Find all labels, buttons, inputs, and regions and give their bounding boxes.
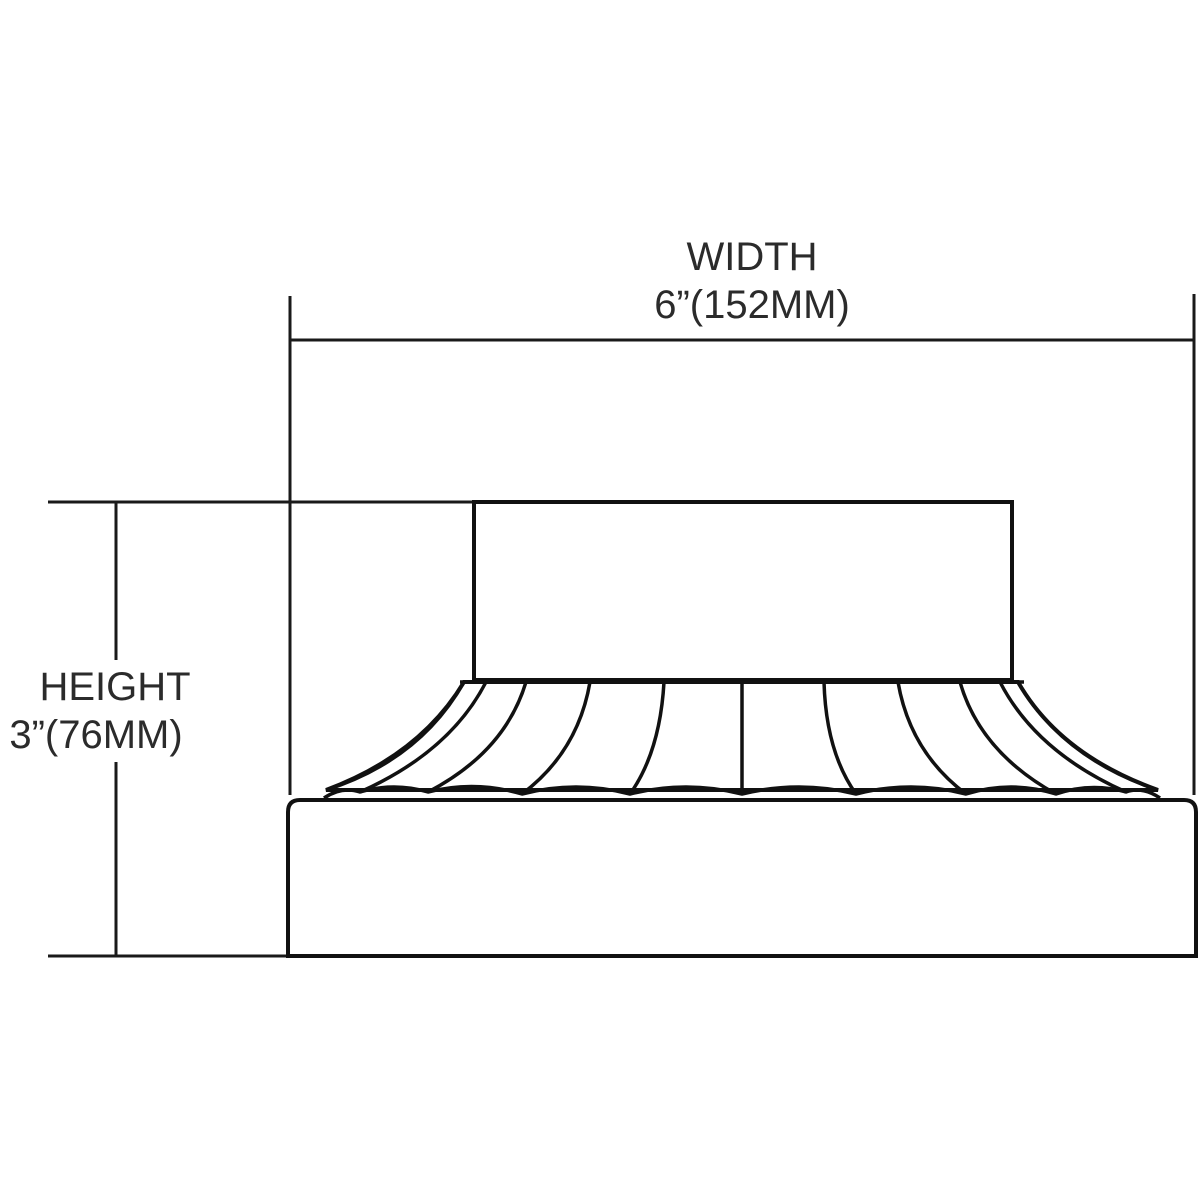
height-label: HEIGHT bbox=[39, 665, 190, 709]
flute-line bbox=[427, 681, 528, 794]
top-cap bbox=[472, 500, 1014, 682]
width-value: 6”(152MM) bbox=[654, 283, 850, 327]
flute-line bbox=[628, 681, 666, 796]
flute-line bbox=[520, 681, 592, 796]
flute-line bbox=[325, 681, 466, 792]
height-dimension: HEIGHT 3”(76MM) bbox=[9, 500, 472, 958]
flute-line bbox=[822, 681, 858, 796]
flute-line bbox=[896, 681, 968, 796]
product-outline bbox=[286, 500, 1198, 958]
flute-line bbox=[998, 681, 1127, 794]
flute-line bbox=[1016, 681, 1159, 792]
height-value: 3”(76MM) bbox=[9, 713, 182, 757]
width-label: WIDTH bbox=[686, 235, 817, 279]
flute-line bbox=[359, 681, 488, 794]
scallop-edge bbox=[323, 784, 1161, 800]
width-dimension: WIDTH 6”(152MM) bbox=[288, 235, 1196, 795]
base-plate bbox=[286, 798, 1198, 958]
flute-line bbox=[958, 681, 1057, 796]
